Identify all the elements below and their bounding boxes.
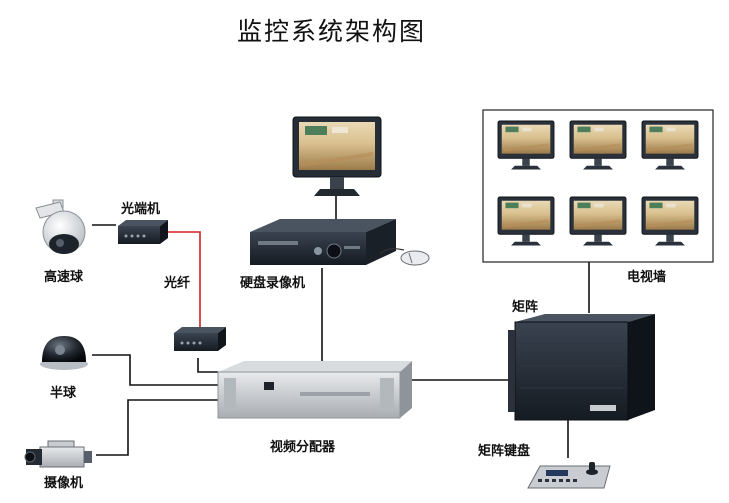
optical-transceiver-top bbox=[118, 220, 168, 244]
tv-wall-monitor bbox=[569, 120, 627, 170]
tv-wall-frame bbox=[482, 109, 714, 263]
wire-transceiver-distributor bbox=[197, 358, 218, 373]
speed-dome-camera-icon bbox=[35, 199, 86, 254]
tv-wall-monitor bbox=[641, 196, 699, 246]
matrix-keyboard-device bbox=[527, 462, 611, 489]
box-camera-icon bbox=[24, 440, 92, 468]
dvr-device bbox=[250, 219, 396, 265]
tv-wall-monitor bbox=[497, 196, 555, 246]
tv-wall bbox=[482, 109, 714, 263]
label-half-dome: 半球 bbox=[50, 385, 77, 401]
tv-wall-monitor bbox=[497, 120, 555, 170]
label-speed-dome: 高速球 bbox=[44, 269, 84, 285]
half-dome-camera-icon bbox=[40, 336, 88, 370]
video-distributor-device bbox=[217, 361, 412, 419]
label-fiber: 光纤 bbox=[163, 275, 190, 291]
mouse-icon bbox=[379, 248, 430, 266]
matrix-device bbox=[508, 314, 655, 421]
wire-camera-distributor bbox=[96, 399, 218, 456]
label-matrix: 矩阵 bbox=[511, 299, 538, 315]
label-matrix-keyboard: 矩阵键盘 bbox=[477, 443, 530, 459]
label-optical-transceiver: 光端机 bbox=[120, 201, 160, 217]
wire-halfdome-distributor bbox=[92, 354, 218, 386]
optical-transceiver-bottom bbox=[174, 327, 226, 351]
tv-wall-monitor bbox=[641, 120, 699, 170]
label-tv-wall: 电视墙 bbox=[627, 269, 666, 285]
label-camera: 摄像机 bbox=[44, 475, 83, 491]
diagram-title: 监控系统架构图 bbox=[237, 17, 426, 46]
label-dvr: 硬盘录像机 bbox=[240, 275, 305, 291]
tv-wall-monitor bbox=[569, 196, 627, 246]
main-monitor bbox=[292, 116, 382, 196]
label-video-distributor: 视频分配器 bbox=[270, 439, 336, 455]
